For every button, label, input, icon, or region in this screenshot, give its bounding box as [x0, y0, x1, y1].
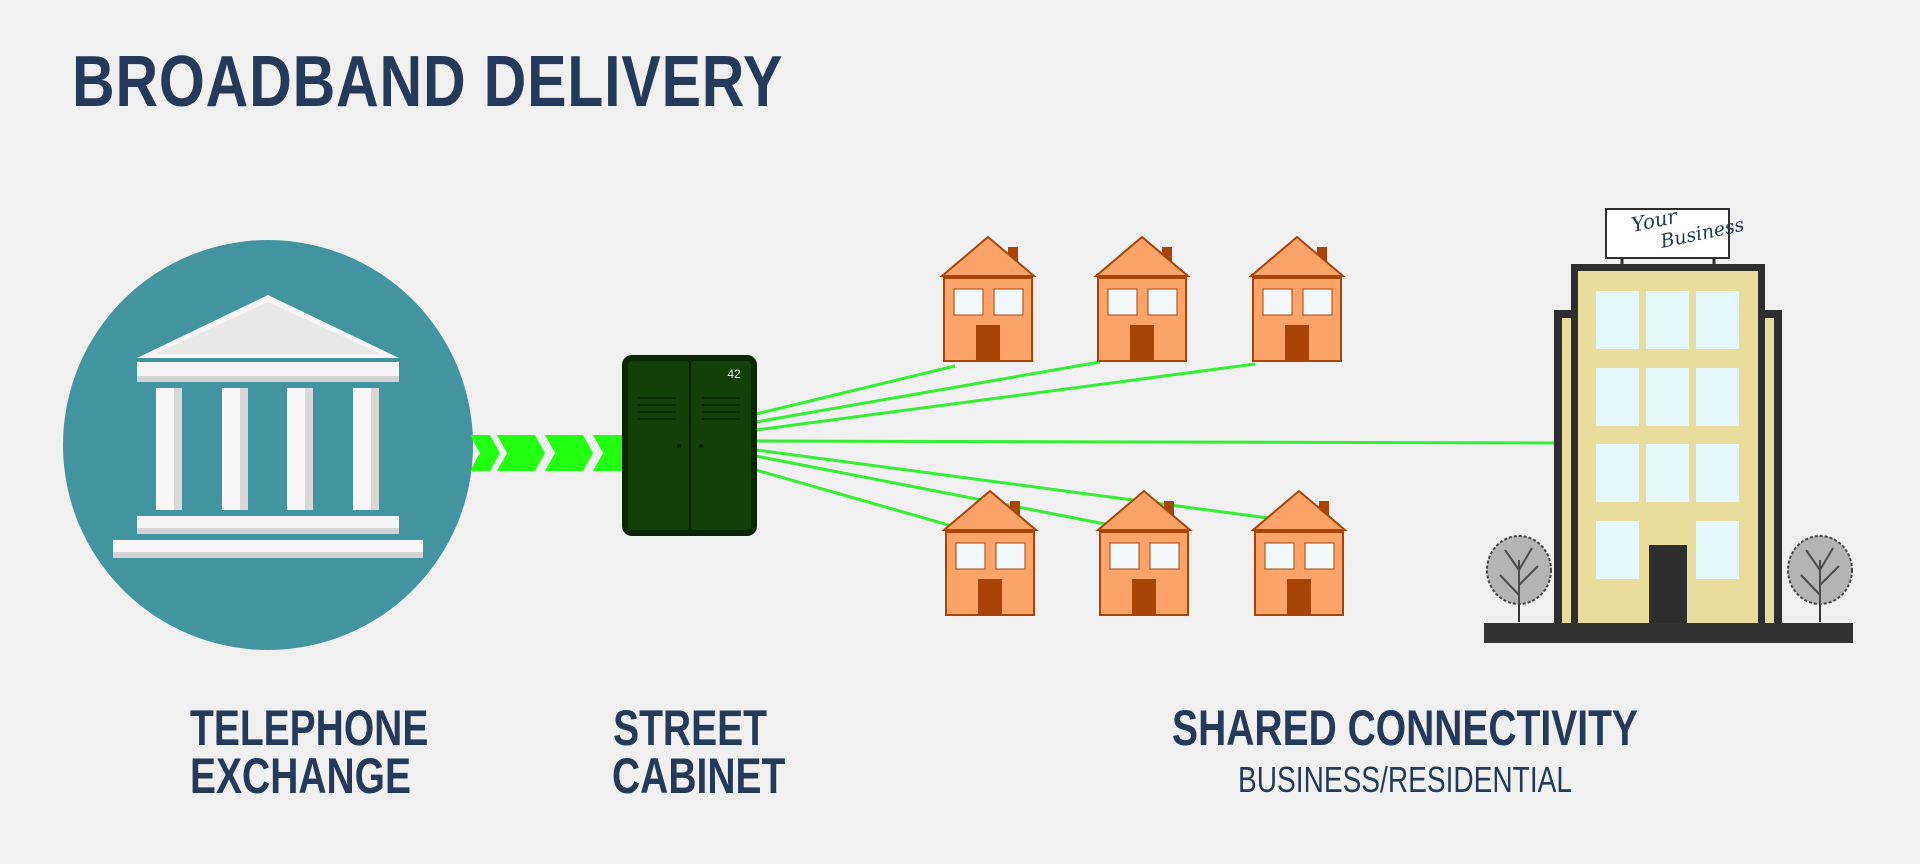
house-top-3	[1250, 236, 1344, 362]
line-to-house-bottom-2	[755, 454, 1106, 526]
label-shared-connectivity: SHARED CONNECTIVITY	[1172, 700, 1638, 756]
tree-right-icon	[1787, 535, 1853, 622]
line-to-house-top-3	[755, 362, 1256, 432]
label-exchange-line1: TELEPHONE	[190, 700, 429, 756]
connection-lines	[755, 360, 1557, 528]
label-cabinet-line1: STREET	[613, 700, 767, 756]
house-bottom-1	[943, 490, 1037, 616]
label-telephone-exchange: TELEPHONE EXCHANGE	[190, 700, 429, 804]
house-top-1	[941, 236, 1035, 362]
label-business-residential: BUSINESS/RESIDENTIAL	[1238, 759, 1572, 800]
label-exchange-line2: EXCHANGE	[190, 748, 412, 804]
office-building: Your Business	[1484, 204, 1853, 643]
business-sign	[1605, 208, 1730, 259]
telephone-exchange	[63, 240, 473, 650]
line-to-house-top-2	[755, 360, 1101, 424]
page-title: BROADBAND DELIVERY	[72, 42, 784, 122]
house-bottom-2	[1097, 490, 1191, 616]
line-to-house-top-1	[755, 364, 956, 416]
building-door	[1649, 545, 1687, 623]
line-to-office	[755, 439, 1557, 445]
line-to-house-bottom-3	[755, 448, 1269, 520]
house-top-2	[1095, 236, 1189, 362]
cabinet-number: 42	[727, 367, 741, 381]
line-to-house-bottom-1	[755, 468, 953, 528]
house-bottom-3	[1252, 490, 1346, 616]
street-cabinet: 42	[622, 355, 757, 536]
chevron-arrows	[470, 435, 622, 471]
label-street-cabinet: STREET CABINET	[612, 700, 786, 804]
tree-left-icon	[1486, 535, 1552, 622]
label-cabinet-line2: CABINET	[612, 748, 786, 804]
